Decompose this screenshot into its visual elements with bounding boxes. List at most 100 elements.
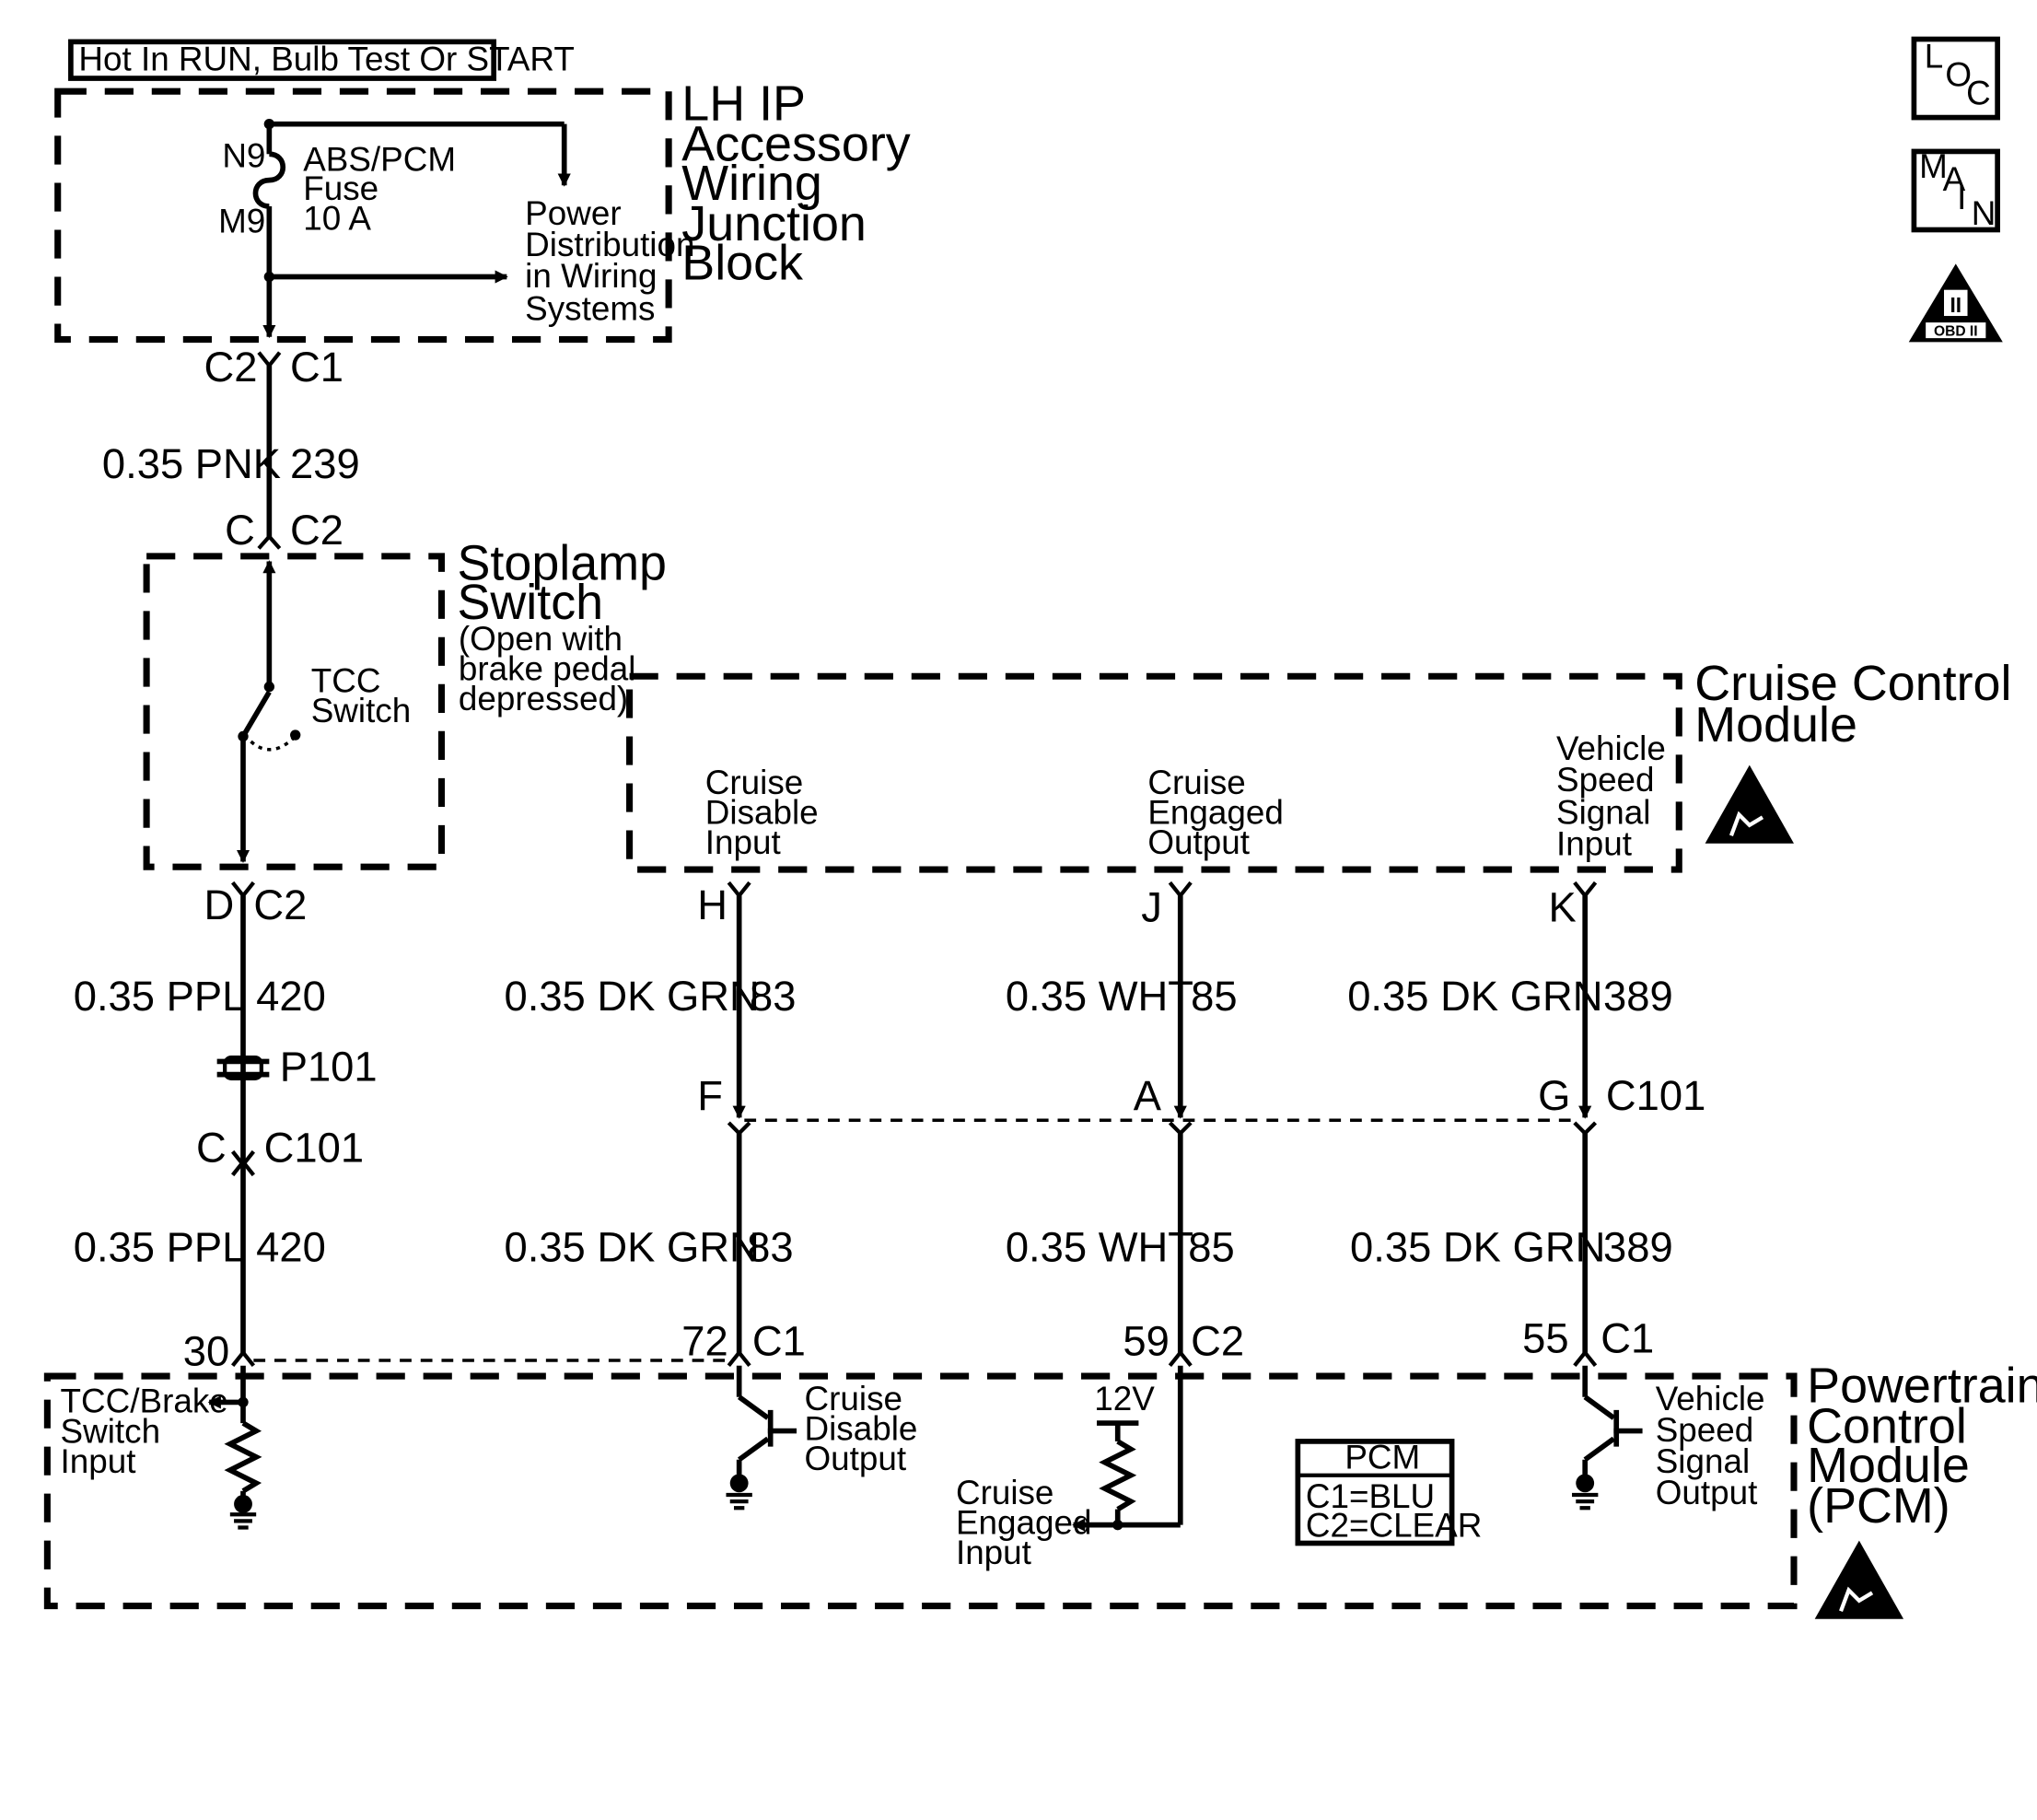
cruise-control-module-title: Cruise Control Module bbox=[1694, 656, 2011, 752]
svg-text:Module: Module bbox=[1694, 697, 1857, 752]
connector-c-stop-in: C bbox=[225, 507, 255, 554]
svg-text:Engaged: Engaged bbox=[1147, 793, 1284, 831]
svg-text:TCC/Brake: TCC/Brake bbox=[61, 1382, 228, 1420]
pcm-pin-72: 72 bbox=[681, 1317, 728, 1364]
svg-text:Systems: Systems bbox=[525, 289, 655, 327]
ccm-input-vehicle-speed: Vehicle Speed Signal Input bbox=[1556, 729, 1666, 862]
junction-block-title: LH IP Accessory Wiring Junction Block bbox=[681, 76, 910, 290]
svg-text:Cruise: Cruise bbox=[1147, 764, 1245, 801]
stoplamp-switch-box bbox=[143, 553, 446, 870]
wire-85-upper-circuit: 85 bbox=[1191, 973, 1237, 1020]
connector-d-stop-out: D bbox=[204, 881, 234, 928]
wire-85-upper-color: 0.35 WHT bbox=[1006, 973, 1193, 1020]
connector-c101-left-pin: C bbox=[196, 1125, 227, 1172]
pcm-pin-55: 55 bbox=[1522, 1315, 1568, 1362]
svg-text:(PCM): (PCM) bbox=[1807, 1478, 1950, 1534]
fuse-label: ABS/PCM Fuse 10 A bbox=[303, 141, 456, 238]
svg-text:OBD II: OBD II bbox=[1934, 323, 1978, 339]
cruise-wire-389 bbox=[1573, 881, 1598, 1356]
power-label: Hot In RUN, Bulb Test Or START bbox=[78, 41, 574, 78]
pin-m9: M9 bbox=[218, 202, 265, 239]
svg-text:Junction: Junction bbox=[681, 196, 867, 251]
wire-ppl-lower-circuit: 420 bbox=[256, 1223, 326, 1270]
svg-text:Switch: Switch bbox=[457, 575, 603, 630]
svg-text:Distribution: Distribution bbox=[525, 226, 694, 263]
wire-389-lower-color: 0.35 DK GRN bbox=[1350, 1223, 1605, 1270]
svg-text:10 A: 10 A bbox=[303, 199, 371, 237]
wire-389-upper-circuit: 389 bbox=[1603, 973, 1673, 1020]
stoplamp-switch-note: (Open with brake pedal depressed) bbox=[459, 620, 636, 718]
esd-warning-icon-pcm bbox=[1814, 1540, 1904, 1619]
svg-text:depressed): depressed) bbox=[459, 680, 628, 718]
c101-pin-f: F bbox=[697, 1072, 723, 1119]
obd-ii-icon[interactable]: II OBD II bbox=[1908, 263, 2003, 343]
ccm-pin-k: K bbox=[1549, 884, 1577, 931]
svg-text:Cruise: Cruise bbox=[956, 1474, 1053, 1511]
connector-c1-right: C1 bbox=[290, 344, 343, 391]
ccm-input-cruise-disable: Cruise Disable Input bbox=[705, 764, 819, 861]
svg-text:C1=BLU: C1=BLU bbox=[1306, 1477, 1435, 1515]
pcm-pin-59: 59 bbox=[1123, 1317, 1169, 1364]
connector-c101-left-name: C101 bbox=[264, 1125, 364, 1172]
svg-text:in Wiring: in Wiring bbox=[525, 257, 657, 295]
pcm-tcc-resistor bbox=[224, 1420, 262, 1494]
svg-text:Engaged: Engaged bbox=[956, 1504, 1092, 1542]
splice-p101 bbox=[216, 1056, 270, 1080]
pcm-vss-output-label: Vehicle Speed Signal Output bbox=[1656, 1380, 1765, 1511]
pcm-box bbox=[43, 1372, 1798, 1610]
wire-ppl-lower-color: 0.35 PPL bbox=[74, 1223, 246, 1270]
pcm-tcc-input-label: TCC/Brake Switch Input bbox=[61, 1382, 228, 1480]
svg-text:I: I bbox=[1957, 179, 1966, 216]
ccm-output-cruise-engaged: Cruise Engaged Output bbox=[1147, 764, 1284, 861]
wire-ppl-upper-circuit: 420 bbox=[256, 973, 326, 1020]
svg-text:Signal: Signal bbox=[1556, 793, 1650, 831]
pcm-conn-72: C1 bbox=[752, 1317, 806, 1364]
svg-text:Control: Control bbox=[1807, 1398, 1967, 1453]
svg-text:Output: Output bbox=[805, 1440, 907, 1477]
c101-pin-a: A bbox=[1134, 1072, 1162, 1119]
svg-text:LH IP: LH IP bbox=[681, 76, 806, 131]
svg-text:C: C bbox=[1966, 74, 1991, 111]
svg-text:Input: Input bbox=[705, 823, 781, 861]
pcm-12v-label: 12V bbox=[1094, 1380, 1155, 1418]
tcc-switch-blade bbox=[240, 690, 272, 738]
svg-text:Cruise: Cruise bbox=[705, 764, 803, 801]
svg-text:Module: Module bbox=[1807, 1438, 1970, 1493]
wire-389-lower-circuit: 389 bbox=[1603, 1223, 1673, 1270]
svg-text:C2=CLEAR: C2=CLEAR bbox=[1306, 1506, 1482, 1544]
svg-text:(Open with: (Open with bbox=[459, 620, 623, 658]
ccm-pin-j: J bbox=[1141, 884, 1162, 931]
wire-83-upper-color: 0.35 DK GRN bbox=[505, 973, 760, 1020]
splice-label: P101 bbox=[280, 1044, 378, 1091]
svg-text:Disable: Disable bbox=[805, 1410, 918, 1448]
junction-block-box bbox=[54, 88, 672, 344]
power-label-box bbox=[68, 39, 496, 81]
svg-text:Vehicle: Vehicle bbox=[1656, 1380, 1765, 1418]
svg-text:brake pedal: brake pedal bbox=[459, 650, 636, 688]
svg-text:Cruise Control: Cruise Control bbox=[1694, 656, 2011, 711]
main-icon[interactable]: M A I N bbox=[1911, 147, 2000, 233]
ccm-pin-h: H bbox=[697, 881, 728, 928]
pcm-conn-59: C2 bbox=[1191, 1317, 1244, 1364]
loc-icon[interactable]: L O C bbox=[1911, 36, 2000, 121]
esd-warning-icon bbox=[1705, 764, 1794, 844]
svg-text:N: N bbox=[1972, 194, 1996, 232]
svg-text:O: O bbox=[1945, 56, 1972, 94]
pcm-cruise-engaged-input-label: Cruise Engaged Input bbox=[956, 1474, 1092, 1571]
svg-text:Powertrain: Powertrain bbox=[1807, 1358, 2037, 1413]
svg-text:ABS/PCM: ABS/PCM bbox=[303, 141, 456, 179]
wire-83-upper-circuit: 83 bbox=[750, 973, 796, 1020]
wire-389-upper-color: 0.35 DK GRN bbox=[1347, 973, 1602, 1020]
svg-text:Stoplamp: Stoplamp bbox=[457, 535, 667, 590]
svg-text:Output: Output bbox=[1147, 823, 1250, 861]
svg-text:Vehicle: Vehicle bbox=[1556, 729, 1666, 767]
stoplamp-switch-title: Stoplamp Switch bbox=[457, 535, 667, 630]
svg-text:PCM: PCM bbox=[1344, 1439, 1420, 1476]
svg-text:Fuse: Fuse bbox=[303, 169, 378, 207]
pcm-title: Powertrain Control Module (PCM) bbox=[1807, 1358, 2037, 1533]
svg-text:TCC: TCC bbox=[311, 661, 381, 699]
svg-text:Switch: Switch bbox=[311, 692, 412, 729]
pcm-pin-30: 30 bbox=[183, 1328, 229, 1375]
svg-text:Signal: Signal bbox=[1656, 1442, 1750, 1480]
